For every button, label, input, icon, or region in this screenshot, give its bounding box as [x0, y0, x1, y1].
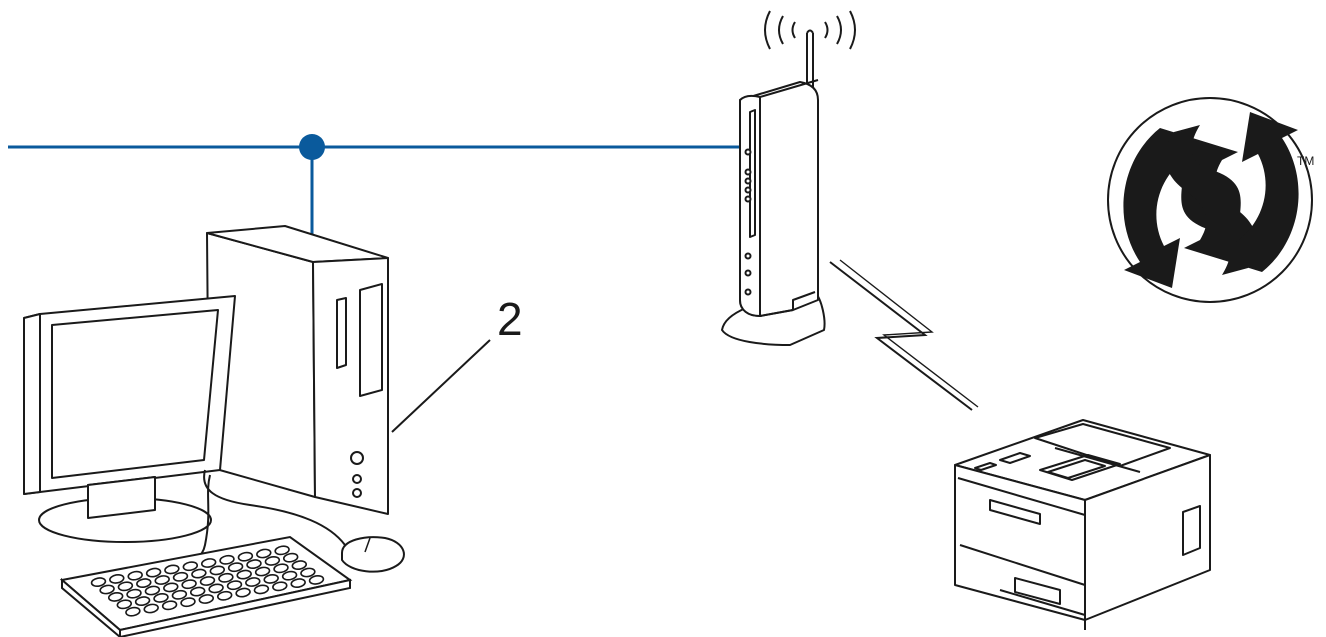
keyboard-key — [182, 561, 199, 572]
desktop-computer-icon — [23, 225, 405, 573]
keyboard-key — [171, 589, 188, 600]
keyboard-key — [282, 552, 299, 563]
keyboard-key — [199, 576, 216, 586]
keyboard-key — [126, 588, 142, 599]
keyboard-key — [263, 573, 279, 584]
wired-network — [8, 134, 740, 238]
wps-logo-icon — [1107, 97, 1313, 303]
keyboard-key — [163, 582, 179, 593]
keyboard-key — [227, 562, 244, 573]
keyboard-key — [136, 578, 152, 589]
keyboard-key — [90, 577, 107, 588]
keyboard-key — [191, 568, 207, 579]
keyboard-key — [219, 554, 235, 565]
keyboard-key — [125, 606, 141, 617]
keyboard-key — [235, 587, 251, 598]
callout-leader-line — [391, 339, 491, 433]
keyboard-key — [208, 583, 224, 594]
keyboard-key — [189, 586, 206, 597]
keyboard-key — [237, 551, 254, 562]
keyboard-key — [145, 567, 162, 578]
keyboard-key — [198, 594, 215, 604]
keyboard-key — [172, 571, 189, 582]
keyboard-key — [200, 558, 217, 568]
keyboard-key — [216, 590, 233, 601]
keyboard-key — [99, 584, 115, 595]
keyboard-key — [107, 591, 124, 602]
keyboard-key — [209, 565, 226, 576]
wireless-link-zigzag — [829, 261, 973, 411]
keyboard-key — [256, 548, 272, 559]
keyboard-key — [253, 584, 270, 595]
keyboard-key — [153, 592, 169, 603]
keyboard-key — [272, 581, 288, 592]
keyboard-key — [218, 572, 234, 583]
keyboard-key — [291, 560, 308, 571]
callout-label-2: 2 — [497, 293, 523, 345]
wireless-signal-icon — [764, 10, 856, 50]
network-junction-node — [299, 134, 325, 160]
keyboard-key — [264, 555, 281, 566]
keyboard-key — [143, 603, 159, 614]
keyboard-key — [274, 545, 290, 556]
printer-icon — [954, 419, 1211, 630]
keyboard-key — [281, 570, 298, 581]
mouse-icon — [341, 536, 405, 573]
keyboard-key — [180, 597, 196, 608]
wireless-router-icon — [721, 29, 826, 346]
keyboard-key — [164, 564, 180, 575]
keyboard-key — [134, 596, 151, 607]
keyboard-icon — [59, 535, 353, 637]
keyboard-key — [226, 580, 243, 591]
tower-side — [312, 257, 389, 515]
keyboard-key — [154, 575, 170, 585]
keyboard-key — [308, 574, 325, 585]
keyboard-key — [117, 581, 134, 592]
keyboard-key — [290, 578, 306, 589]
keyboard-key — [254, 566, 271, 577]
keyboard-key — [181, 579, 197, 590]
keyboard-key — [161, 600, 178, 611]
keyboard-key — [116, 599, 133, 610]
monitor-screen — [51, 309, 219, 479]
keyboard-key — [236, 569, 252, 580]
keyboard-key — [300, 567, 316, 578]
keyboard-key — [144, 585, 161, 596]
trademark-mark: TM — [1297, 154, 1315, 168]
keyboard-key — [109, 573, 125, 584]
keyboard-key — [127, 570, 143, 581]
keyboard-key — [273, 563, 289, 574]
keyboard-key — [246, 559, 262, 570]
keyboard-key — [245, 577, 261, 587]
